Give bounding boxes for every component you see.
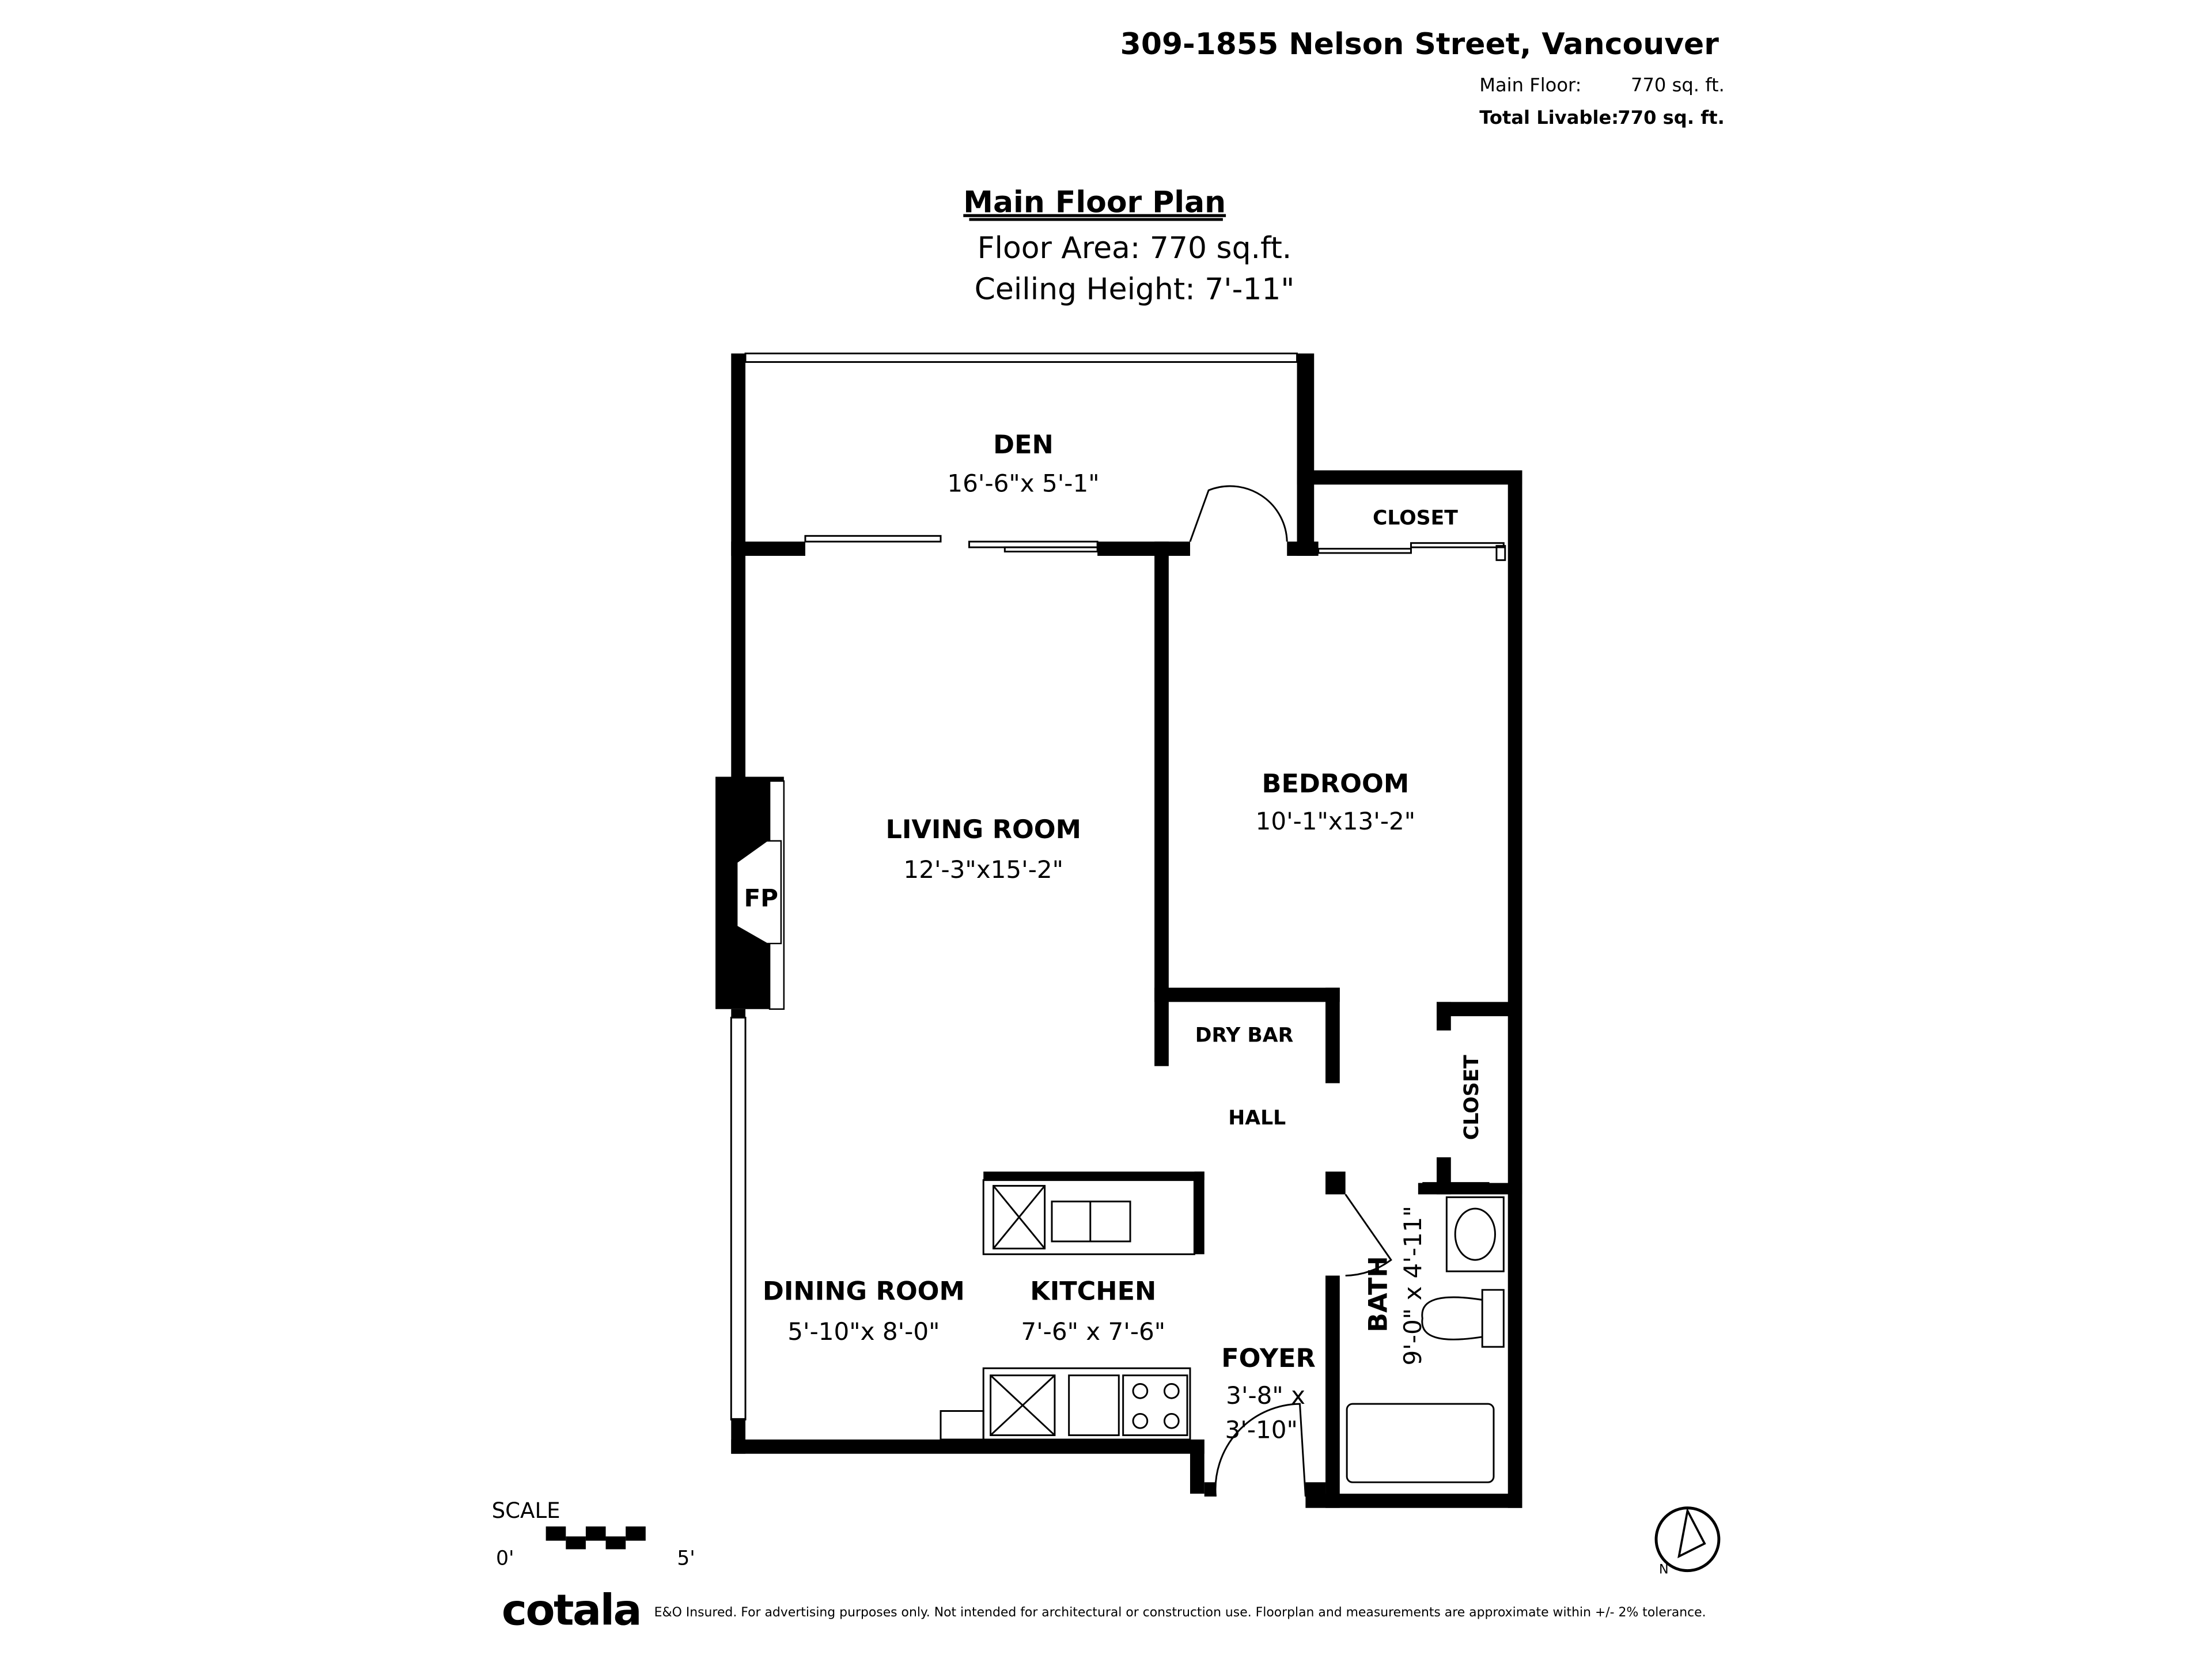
closet-top-label: CLOSET (1373, 507, 1458, 530)
bath-fixtures (1346, 1196, 1505, 1483)
dining-room-label: DINING ROOM (763, 1276, 965, 1306)
scale-start: 0' (496, 1547, 514, 1570)
living-room-dims: 12'-3"x15'-2" (903, 855, 1063, 884)
main-floor-label: Main Floor: (1479, 74, 1581, 96)
total-livable-label: Total Livable: (1479, 107, 1619, 128)
kitchen-label: KITCHEN (1030, 1276, 1156, 1306)
address-title: 309-1855 Nelson Street, Vancouver (1120, 27, 1719, 62)
foyer-label: FOYER (1221, 1343, 1316, 1373)
dining-room-dims: 5'-10"x 8'-0" (787, 1317, 940, 1346)
scale-bar: SCALE 0' 5' (492, 1498, 695, 1570)
walls (731, 353, 1522, 1508)
kitchen-dims: 7'-6" x 7'-6" (1021, 1317, 1165, 1346)
scale-end: 5' (677, 1547, 695, 1570)
main-floor-value: 770 sq. ft. (1631, 74, 1725, 96)
total-livable-value: 770 sq. ft. (1618, 107, 1724, 128)
closet-side-label: CLOSET (1460, 1055, 1483, 1140)
foyer-dims-2: 3'-10" (1225, 1415, 1298, 1444)
north-arrow-icon: N (1654, 1506, 1721, 1577)
floor-area: Floor Area: 770 sq.ft. (978, 231, 1292, 266)
dry-bar-label: DRY BAR (1195, 1024, 1294, 1047)
bedroom-label: BEDROOM (1262, 769, 1410, 799)
bath-dims: 9'-0" x 4'-11" (1399, 1206, 1427, 1366)
den-label: DEN (993, 430, 1054, 460)
bath-label: BATH (1363, 1256, 1393, 1332)
compass-north-label: N (1659, 1562, 1669, 1577)
swing-doors (1189, 485, 1490, 1497)
hall-label: HALL (1228, 1107, 1286, 1130)
den-dims: 16'-6"x 5'-1" (947, 469, 1099, 498)
living-room-label: LIVING ROOM (885, 815, 1081, 844)
sliding-doors (804, 535, 1506, 561)
scale-label: SCALE (492, 1498, 560, 1523)
disclaimer: E&O Insured. For advertising purposes on… (654, 1605, 1706, 1620)
ceiling-height: Ceiling Height: 7'-11" (975, 272, 1295, 307)
plan-title: Main Floor Plan (963, 185, 1226, 220)
cotala-logo: cotala (502, 1585, 641, 1635)
kitchen-fixtures (982, 1171, 1205, 1441)
fireplace-label: FP (744, 884, 778, 912)
bedroom-dims: 10'-1"x13'-2" (1256, 807, 1416, 835)
foyer-dims-1: 3'-8" x (1226, 1381, 1305, 1410)
fireplace: FP (715, 777, 785, 1010)
